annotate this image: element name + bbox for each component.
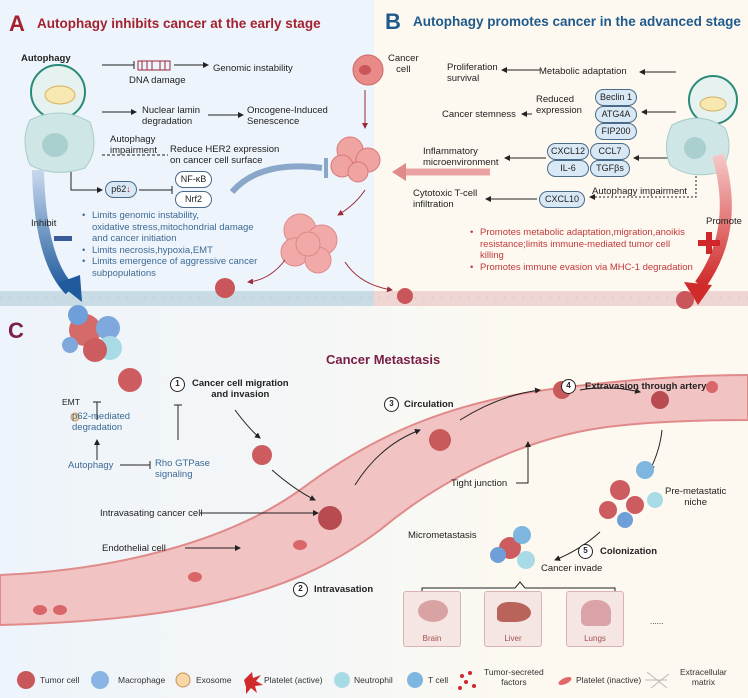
brain-icon xyxy=(418,600,448,622)
ccl7-pill: CCL7 xyxy=(590,143,630,160)
organ-lungs: Lungs xyxy=(566,591,624,647)
dna-icon xyxy=(137,60,171,71)
impairment-b-label: Autophagy impairment xyxy=(592,186,688,197)
step-1-label: Cancer cell migration and invasion xyxy=(192,378,289,400)
panel-a-title: Autophagy inhibits cancer at the early s… xyxy=(37,16,321,31)
tumor-cluster-icon xyxy=(330,136,381,183)
autophagy-label: Autophagy xyxy=(21,53,71,64)
legend-icons xyxy=(17,671,670,694)
cancer-cell-label: Cancer cell xyxy=(388,53,419,75)
down-arrow-icon: ↓ xyxy=(126,184,131,194)
lungs-icon xyxy=(581,600,611,626)
tgfb-pill: TGFβs xyxy=(590,160,630,177)
p62-label: p62 xyxy=(111,184,127,194)
step-3-number: 3 xyxy=(384,397,399,412)
panel-a-letter: A xyxy=(9,11,25,36)
panel-c-title: Cancer Metastasis xyxy=(326,352,441,367)
rho-gtpase-label: Rho GTPase signaling xyxy=(155,458,210,480)
p62-pill: p62↓ xyxy=(105,181,137,198)
atg4a-pill: ATG4A xyxy=(595,106,637,123)
step-4-label: Extravasion through artery xyxy=(585,381,707,392)
endothelial-label: Endothelial cell xyxy=(102,543,166,554)
bullet: Limits necrosis,hypoxia,EMT xyxy=(82,245,257,257)
legend-neutrophil: Neutrophil xyxy=(354,675,393,685)
cxcl10-pill: CXCL10 xyxy=(539,191,585,208)
step-5-number: 5 xyxy=(578,544,593,559)
tumor-mass-icon xyxy=(280,213,338,274)
legend-platelet-inactive: Platelet (inactive) xyxy=(576,675,642,685)
stemness-label: Cancer stemness xyxy=(442,109,516,120)
panel-a-bullets: Limits genomic instability, oxidative st… xyxy=(82,210,257,279)
step-5-label: Colonization xyxy=(600,546,657,557)
organ-brain: Brain xyxy=(403,591,461,647)
micrometastasis-label: Micrometastasis xyxy=(408,530,477,541)
promote-arrow xyxy=(695,153,732,289)
intravasating-cell xyxy=(318,506,342,530)
oncogene-label: Oncogene-Induced Senescence xyxy=(247,105,328,127)
organ-liver: Liver xyxy=(484,591,542,647)
step-2-label: Intravasation xyxy=(314,584,374,595)
minus-icon xyxy=(54,236,72,241)
il6-pill: IL-6 xyxy=(547,160,589,177)
genomic-instability-label: Genomic instability xyxy=(213,63,293,74)
panel-b-title: Autophagy promotes cancer in the advance… xyxy=(413,14,741,29)
panel-b-letter: B xyxy=(385,9,401,34)
tumor-immune-cluster xyxy=(62,305,122,362)
panel-b-bullets: Promotes metabolic adaptation,migration,… xyxy=(470,227,693,273)
nrf2-pill: Nrf2 xyxy=(175,191,212,208)
beclin1-pill: Beclin 1 xyxy=(595,89,637,106)
inflammatory-label: Inflammatory microenvironment xyxy=(423,146,499,168)
autophagy-c-label: Autophagy xyxy=(68,460,114,471)
tight-junction-label: Tight junction xyxy=(451,478,508,489)
micrometastasis-cells xyxy=(490,526,535,569)
intravasating-label: Intravasating cancer cell xyxy=(100,508,203,519)
step-4-number: 4 xyxy=(561,379,576,394)
fip200-pill: FIP200 xyxy=(595,123,637,140)
more-organs: ...... xyxy=(650,617,664,626)
p62-degradation-label: p62-mediated degradation xyxy=(72,411,131,433)
inhibit-arrow xyxy=(32,169,75,295)
inhibit-label: Inhibit xyxy=(31,218,57,229)
inhibition-arc xyxy=(229,163,323,195)
step-1-number: 1 xyxy=(170,377,185,392)
legend-tumor-cell: Tumor cell xyxy=(40,675,80,685)
reduced-label: Reduced expression xyxy=(536,94,582,116)
bullet: Limits genomic instability, oxidative st… xyxy=(82,210,257,245)
dna-damage-label: DNA damage xyxy=(129,75,186,86)
panel-c-letter: C xyxy=(8,318,24,343)
pre-metastatic-label: Pre-metastatic niche xyxy=(665,486,727,508)
cytotoxic-label: Cytotoxic T-cell infiltration xyxy=(413,188,478,210)
legend-extracellular-matrix: Extracellular matrix xyxy=(680,667,727,687)
legend-t-cell: T cell xyxy=(428,675,449,685)
legend-platelet-active: Platelet (active) xyxy=(264,675,323,685)
bullet: Promotes metabolic adaptation,migration,… xyxy=(470,227,693,262)
cxcl12-pill: CXCL12 xyxy=(547,143,589,160)
proliferation-label: Proliferation survival xyxy=(447,62,498,84)
lungs-label: Lungs xyxy=(584,634,606,643)
legend-tumor-factors: Tumor-secreted factors xyxy=(484,667,544,687)
liver-label: Liver xyxy=(504,634,522,643)
legend-macrophage: Macrophage xyxy=(118,675,166,685)
step-3-label: Circulation xyxy=(404,399,454,410)
nuclear-lamin-label: Nuclear lamin degradation xyxy=(142,105,201,127)
liver-icon xyxy=(497,602,531,622)
metabolic-label: Metabolic adaptation xyxy=(539,66,627,77)
nfkb-pill: NF-κB xyxy=(175,171,212,188)
bullet: Limits emergence of aggressive cancer su… xyxy=(82,256,257,279)
cell-membrane xyxy=(0,291,748,306)
bullet: Promotes immune evasion via MHC-1 degrad… xyxy=(470,262,693,274)
emt-label: EMT xyxy=(62,397,80,407)
plus-icon xyxy=(698,232,720,254)
impairment-label: Autophagy impairment xyxy=(110,134,157,156)
promote-label: Promote xyxy=(706,216,742,227)
brain-label: Brain xyxy=(422,634,442,643)
step-2-number: 2 xyxy=(293,582,308,597)
pre-metastatic-cells xyxy=(599,461,663,528)
cancer-invade-label: Cancer invade xyxy=(541,563,603,574)
her2-label: Reduce HER2 expression on cancer cell su… xyxy=(170,144,280,166)
legend-exosome: Exosome xyxy=(196,675,232,685)
